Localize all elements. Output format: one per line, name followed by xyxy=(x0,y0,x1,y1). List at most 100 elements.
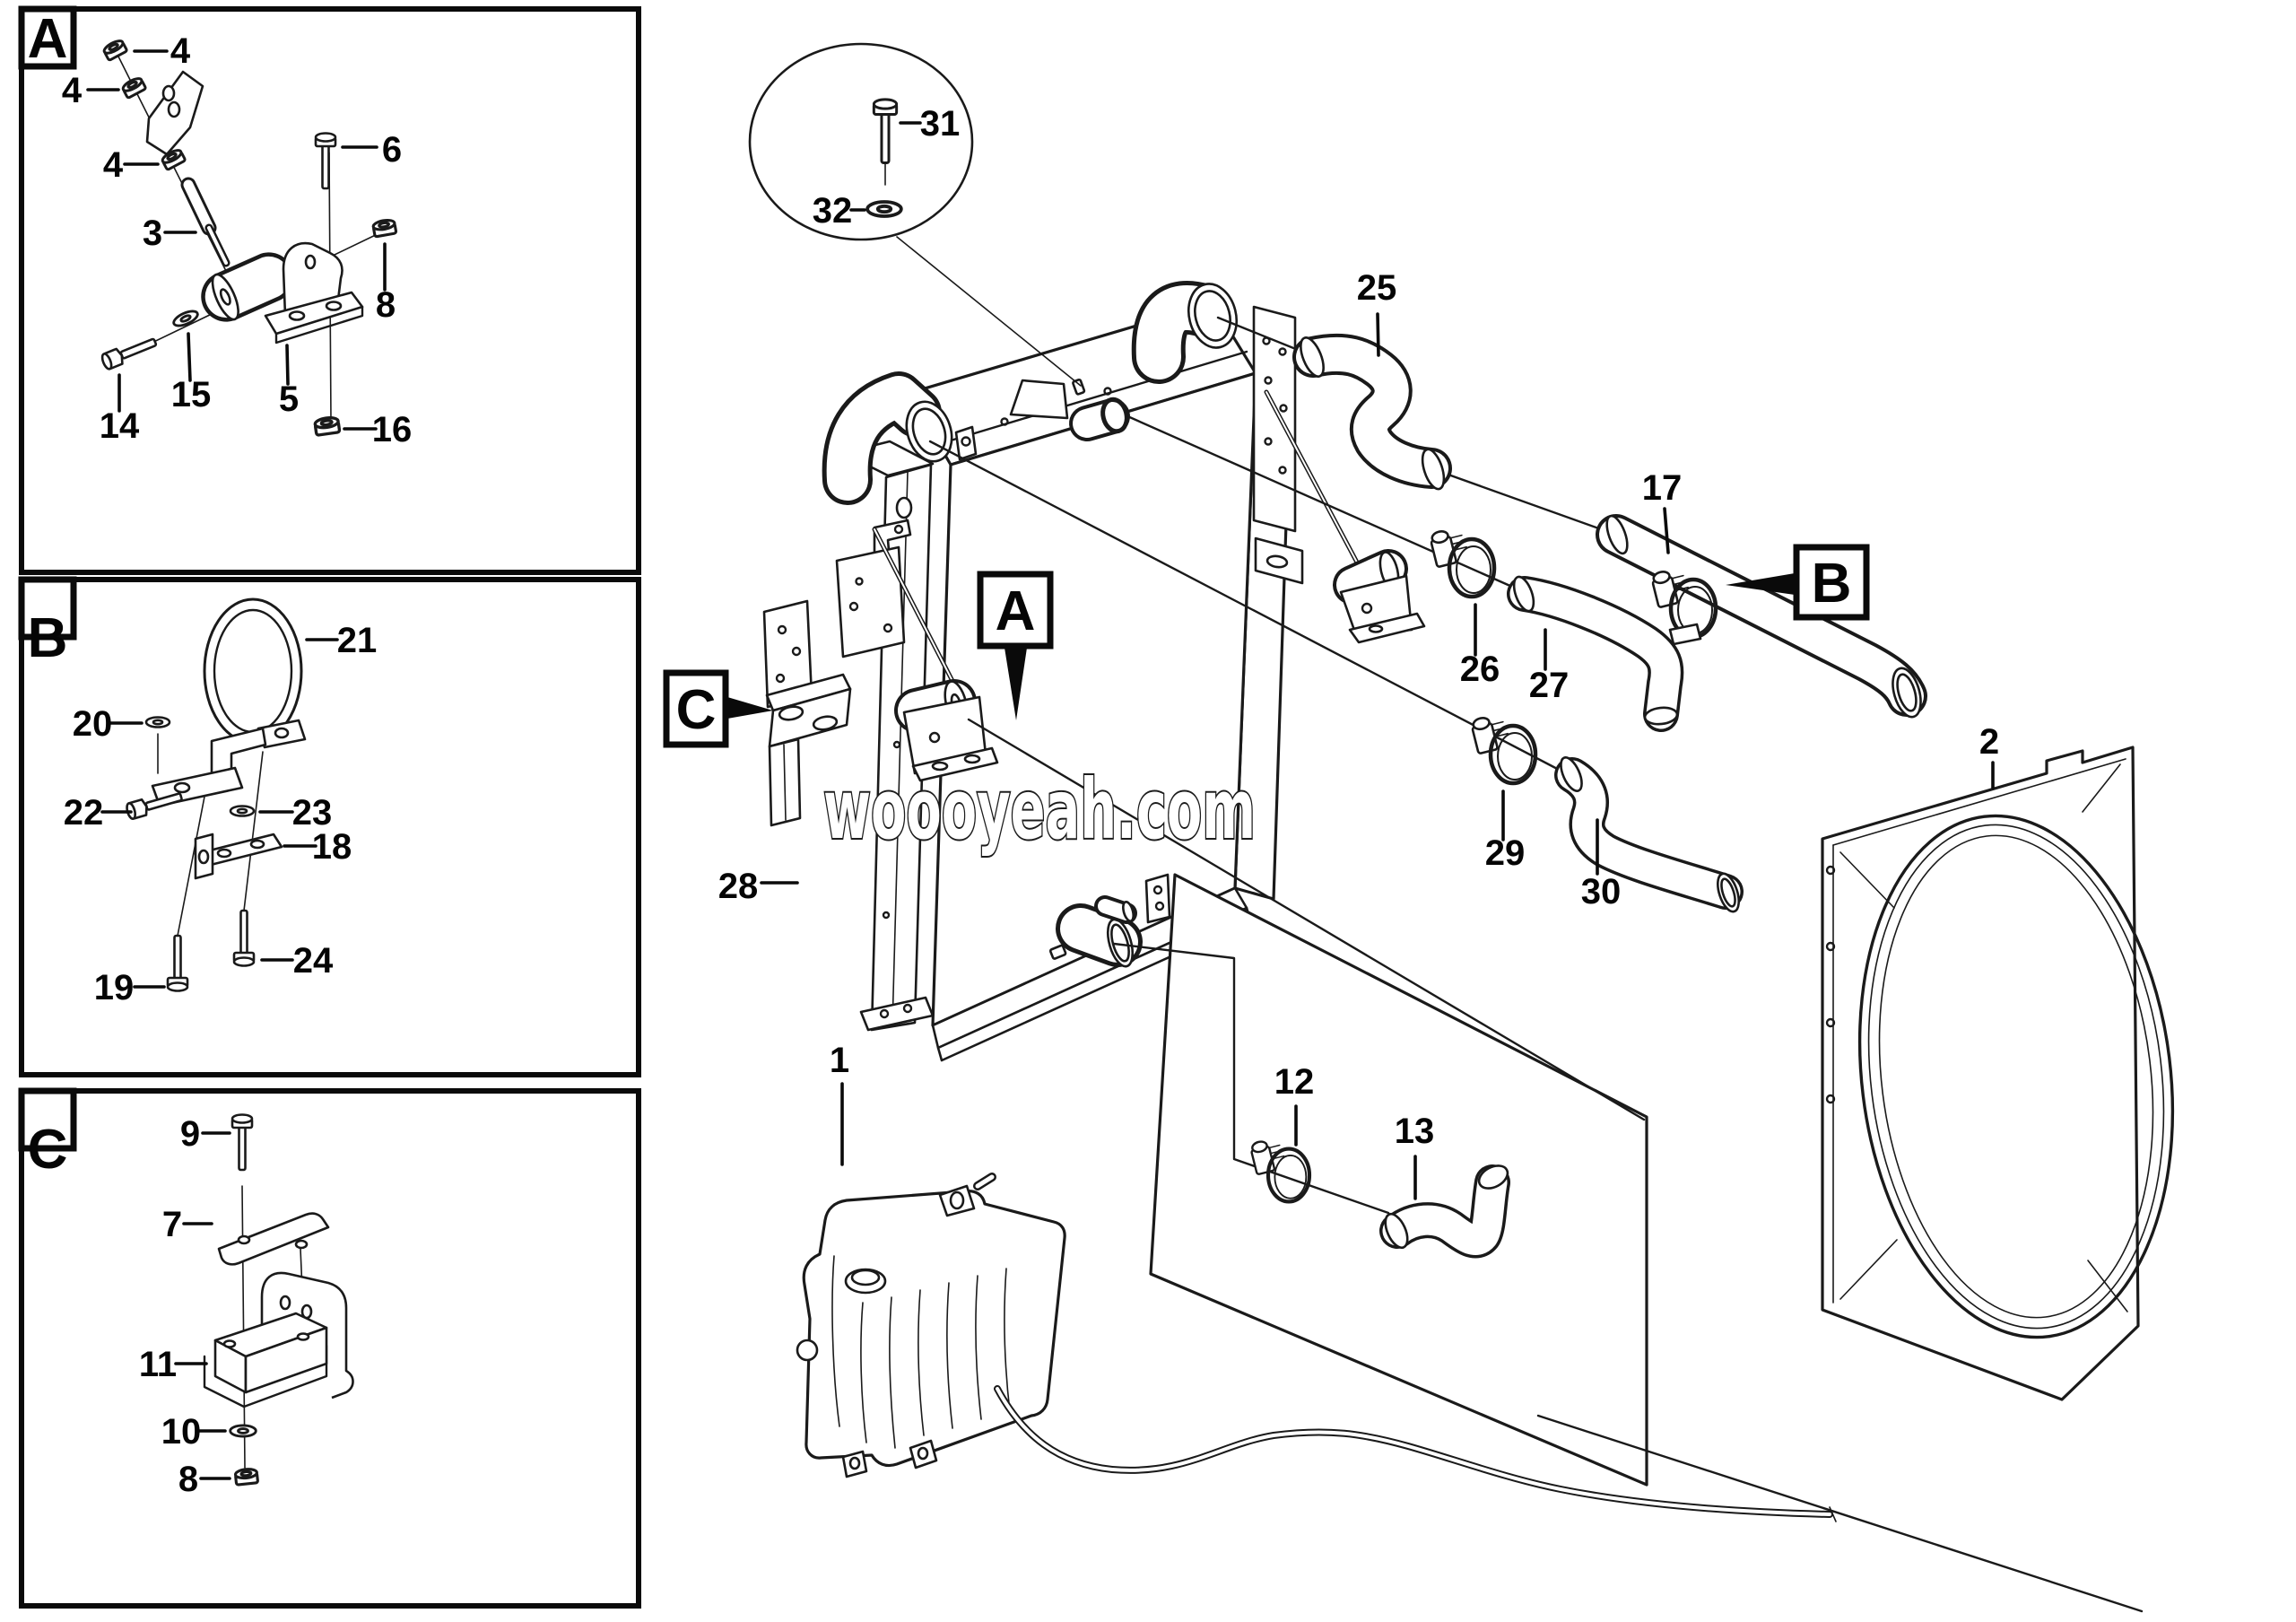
washer-15 xyxy=(170,307,201,330)
nut-8 xyxy=(370,217,398,239)
callout-7: 7 xyxy=(162,1205,182,1244)
callout-26: 26 xyxy=(1460,650,1500,689)
damper-cylinder xyxy=(201,252,294,322)
washer-10 xyxy=(229,1424,257,1438)
mounting-plane-panel xyxy=(1149,873,1648,1487)
detail-a-letter: A xyxy=(28,8,68,70)
detail-box-c: C 9 7 11 10 8 xyxy=(18,1087,641,1609)
bolt-31 xyxy=(872,98,899,165)
mount-a xyxy=(894,679,999,782)
side-plate xyxy=(835,545,906,658)
callout-9: 9 xyxy=(180,1114,200,1154)
callout-20: 20 xyxy=(73,704,113,744)
bolt-14 xyxy=(99,333,160,372)
callout-18: 18 xyxy=(312,827,352,867)
callout-24: 24 xyxy=(293,941,334,981)
drain-fitting xyxy=(1048,944,1067,960)
ref-c-letter: C xyxy=(676,679,717,741)
nut-16 xyxy=(312,414,342,437)
ref-box-c: C xyxy=(663,669,773,748)
outlet-bottom xyxy=(1056,873,1171,968)
hose-27 xyxy=(1507,575,1684,732)
washer-32 xyxy=(865,200,903,218)
bracket-5 xyxy=(264,241,364,344)
callout-1: 1 xyxy=(830,1041,849,1080)
callout-5: 5 xyxy=(279,379,299,419)
bolt-9 xyxy=(230,1113,254,1172)
callout-4c: 4 xyxy=(103,145,124,185)
nut-4a xyxy=(100,37,129,62)
callout-12: 12 xyxy=(1274,1062,1315,1102)
top-bracket xyxy=(1009,379,1069,420)
plate-18 xyxy=(194,833,283,880)
mount-right xyxy=(1333,549,1426,644)
callout-32: 32 xyxy=(813,191,853,231)
bolt-6 xyxy=(314,132,337,190)
callout-27: 27 xyxy=(1529,666,1570,705)
ellipse-leader-line xyxy=(896,236,1082,387)
callout-6: 6 xyxy=(382,130,402,170)
plate-7 xyxy=(217,1212,330,1266)
radiator xyxy=(908,301,1426,1062)
callout-8c: 8 xyxy=(178,1460,198,1499)
callout-3: 3 xyxy=(143,214,162,253)
callout-29: 29 xyxy=(1485,833,1526,873)
fan-shroud xyxy=(1821,746,2175,1401)
callout-14: 14 xyxy=(100,406,140,446)
detail-b-label-square xyxy=(18,576,77,641)
detail-c-label-square xyxy=(18,1087,77,1152)
watermark-text: woooyeah.com xyxy=(823,762,1256,858)
fitting-top-right xyxy=(1131,281,1238,384)
callout-2: 2 xyxy=(1979,722,1999,762)
callout-25: 25 xyxy=(1357,268,1397,308)
callout-4b: 4 xyxy=(62,71,83,110)
washer-23 xyxy=(229,805,256,817)
callout-23: 23 xyxy=(292,793,333,833)
callout-15: 15 xyxy=(171,375,212,414)
callout-11: 11 xyxy=(139,1345,177,1384)
callout-22: 22 xyxy=(64,793,104,833)
nut-8c xyxy=(233,1467,260,1487)
detail-a-label-square xyxy=(18,5,77,70)
callout-4a: 4 xyxy=(170,31,191,71)
bolt-24 xyxy=(232,909,256,967)
ref-c-arrow xyxy=(727,697,773,719)
callout-28: 28 xyxy=(718,867,759,906)
tank-hose xyxy=(994,1385,1837,1522)
callout-16: 16 xyxy=(372,410,413,449)
callout-31: 31 xyxy=(920,104,961,144)
detail-c-letter: C xyxy=(28,1119,68,1181)
hose-13 xyxy=(1379,1164,1510,1259)
callout-10: 10 xyxy=(161,1412,202,1452)
callout-30: 30 xyxy=(1581,872,1622,911)
callout-13: 13 xyxy=(1395,1112,1435,1151)
pipe-17 xyxy=(1596,514,1927,719)
fitting-mid xyxy=(1069,397,1130,441)
hose-25 xyxy=(1292,333,1452,491)
ref-b-letter: B xyxy=(1812,553,1852,615)
callout-21: 21 xyxy=(337,621,378,660)
washer-20 xyxy=(144,716,171,728)
clamp-29 xyxy=(1470,712,1535,783)
top-stud xyxy=(1072,378,1086,396)
frame-foot xyxy=(859,996,935,1032)
ref-a-arrow xyxy=(1004,648,1027,720)
bolt-19 xyxy=(166,934,189,992)
callout-17: 17 xyxy=(1642,468,1683,508)
detail-b-letter: B xyxy=(28,607,68,669)
clamp-26 xyxy=(1429,526,1494,597)
callout-8: 8 xyxy=(376,285,396,325)
ref-box-b: B xyxy=(1726,544,1870,621)
detail-box-a: A 4 4 4 3 6 8 14 15 5 xyxy=(18,5,641,575)
clamp-band-21 xyxy=(203,597,307,749)
mount-block-11 xyxy=(203,1312,328,1408)
ref-b-arrow xyxy=(1726,573,1795,595)
hose-30 xyxy=(1554,756,1744,913)
main-assembly-view: 31 32 A B C 25 17 26 27 29 30 2 28 1 12 … xyxy=(663,42,2175,1613)
callout-ellipse: 31 32 xyxy=(748,42,974,241)
right-mount-plate xyxy=(1252,305,1297,533)
detail-box-b: B 21 20 22 23 18 19 24 xyxy=(18,576,641,1077)
ref-box-a: A xyxy=(977,571,1054,720)
